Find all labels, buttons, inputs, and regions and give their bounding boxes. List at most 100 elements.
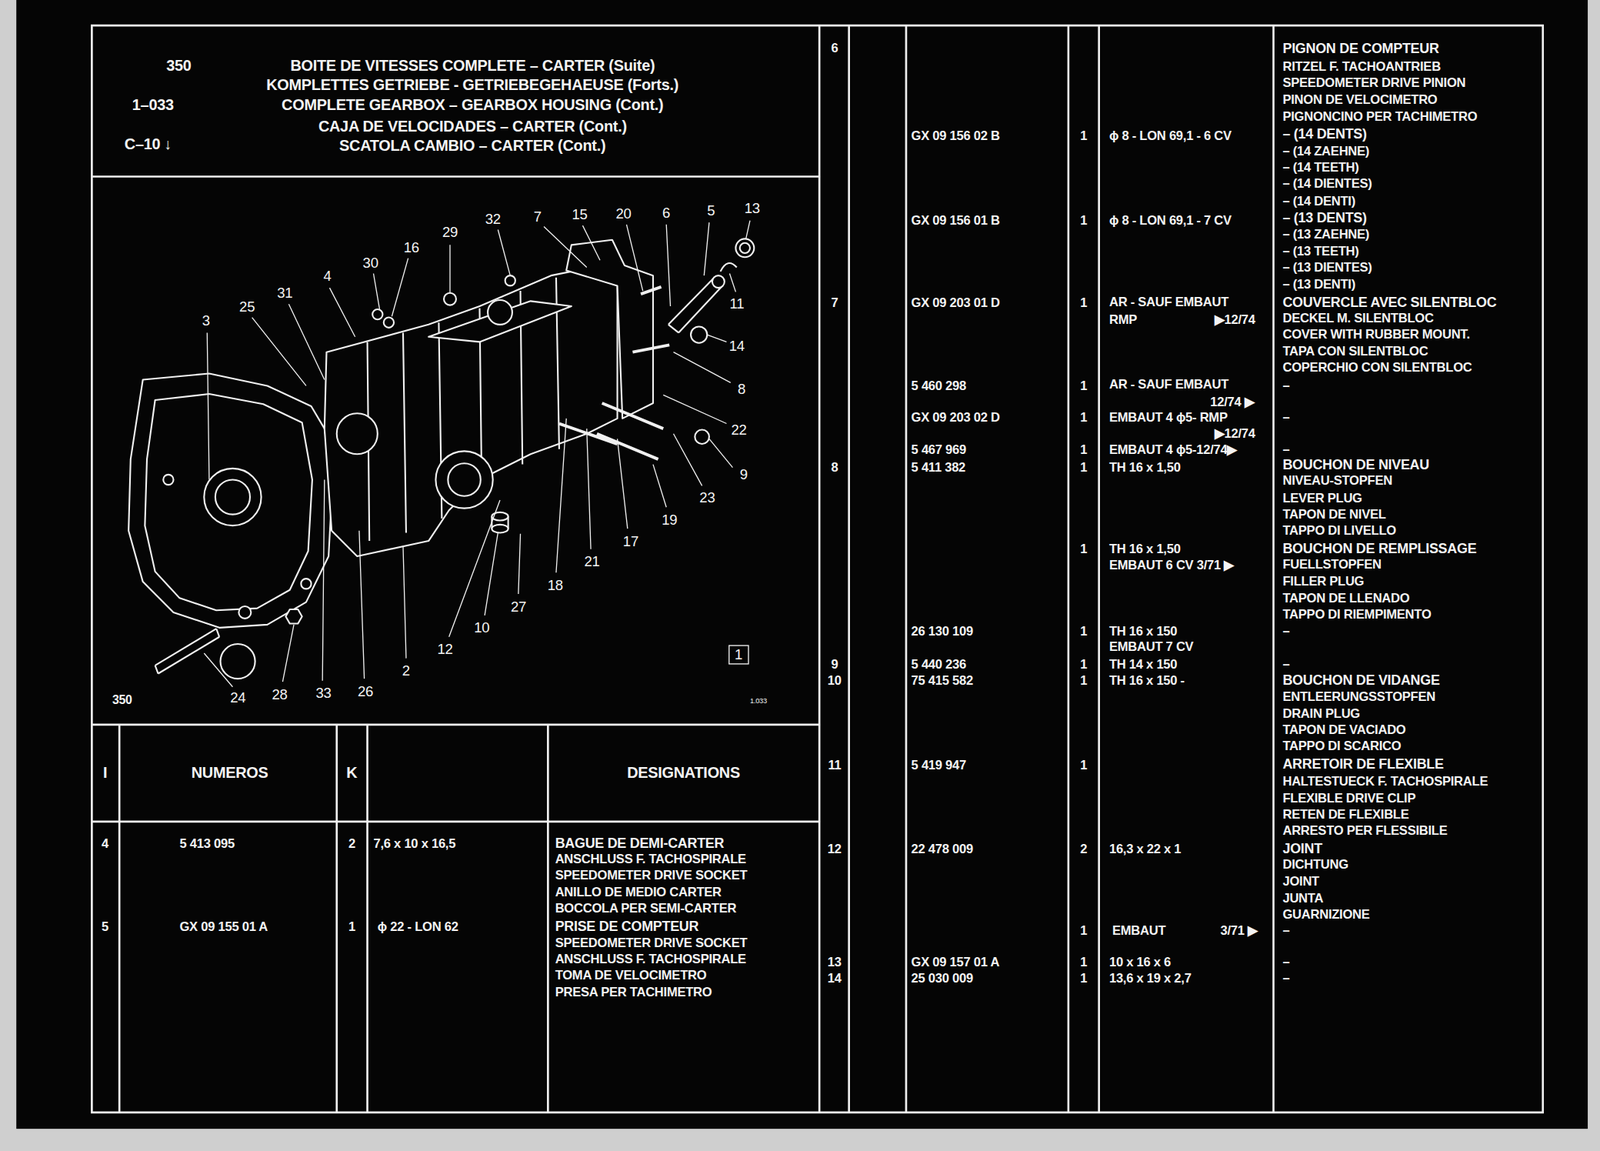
table-cell: 25 030 009 [911, 972, 974, 987]
table-cell: EMBAUT 6 CV 3/71 ▶ [1109, 559, 1234, 574]
callout-number: 17 [623, 533, 639, 549]
table-cell: TAPPO DI RIEMPIMENTO [1282, 608, 1431, 623]
table-cell: 5 413 095 [179, 837, 234, 852]
mount-hole [238, 606, 251, 619]
table-cell: GX 09 203 02 D [911, 411, 1000, 426]
table-cell: 4 [101, 837, 109, 852]
callout-number: 27 [510, 598, 527, 614]
table-cell: 1 [1080, 625, 1087, 640]
header-text: C–10 ↓ [124, 135, 172, 153]
table-cell: 1 [1080, 759, 1087, 774]
table-cell: GX 09 157 01 A [911, 956, 1000, 970]
main-case [324, 267, 618, 557]
table-cell: – [1282, 379, 1290, 394]
film-ground [16, 0, 1588, 1129]
selector-boss [487, 300, 513, 325]
table-cell: ENTLEERUNGSSTOPFEN [1282, 690, 1436, 705]
table-cell: – (13 DENTI) [1282, 278, 1355, 293]
table-cell: DICHTUNG [1282, 858, 1348, 873]
table-cell: EMBAUT [1112, 924, 1166, 939]
header-text: 350 [166, 56, 191, 74]
table-cell: 1 [1080, 674, 1087, 689]
callout-number: 32 [485, 210, 501, 227]
nut [285, 609, 302, 624]
table-cell: EMBAUT 7 CV [1109, 640, 1194, 655]
table-cell: AR - SAUF EMBAUT [1109, 378, 1229, 393]
table-cell: – [1282, 625, 1290, 640]
table-cell: RITZEL F. TACHOANTRIEB [1282, 60, 1440, 74]
table-cell: 2 [348, 837, 356, 852]
table-cell: 3/71 ▶ [1220, 924, 1259, 939]
table-cell: PINON DE VELOCIMETRO [1282, 93, 1437, 108]
table-cell: – [1282, 443, 1290, 458]
callout-number: 28 [272, 686, 288, 702]
callout-number: 9 [740, 466, 748, 483]
plate-number: 1.033 [750, 696, 767, 705]
table-cell: GX 09 156 02 B [911, 129, 1000, 144]
table-cell: 16,3 x 22 x 1 [1109, 843, 1181, 857]
clip [720, 263, 737, 272]
table-cell: ϕ 8 - LON 69,1 - 6 CV [1109, 129, 1232, 144]
table-cell: RMP [1109, 313, 1137, 327]
table-cell: – [1282, 658, 1290, 673]
bolts [559, 286, 670, 460]
callout-number: 14 [729, 338, 745, 354]
table-cell: 5 411 382 [911, 461, 966, 476]
table-cell: DECKEL M. SILENTBLOC [1282, 312, 1434, 327]
figure-number: 1 [734, 646, 743, 662]
pinion [690, 326, 707, 343]
table-cell: JOINT [1282, 875, 1320, 890]
callout-number: 12 [436, 641, 453, 657]
table-cell: BOUCHON DE VIDANGE [1282, 673, 1440, 689]
table-cell: 1 [1080, 296, 1087, 311]
table-cell: ARRETOIR DE FLEXIBLE [1282, 756, 1444, 773]
page-title: BOITE DE VITESSES COMPLETE – CARTER (Sui… [290, 56, 655, 74]
ring-mark [220, 643, 256, 679]
table-cell: 1 [1080, 543, 1087, 557]
shaft-bearing [447, 463, 480, 496]
table-cell: 5 [101, 920, 109, 935]
column-heading: I [103, 763, 107, 781]
bell-housing [128, 373, 333, 628]
table-cell: TAPON DE LLENADO [1282, 591, 1410, 606]
input-bore [203, 468, 261, 526]
column-heading: K [346, 763, 357, 781]
column-heading: NUMEROS [191, 763, 269, 781]
table-cell: – (13 ZAEHNE) [1282, 228, 1370, 243]
table-cell: BOUCHON DE REMPLISSAGE [1282, 541, 1477, 557]
shaft-bore [435, 450, 493, 508]
table-cell: 6 [830, 41, 838, 56]
case-bore [336, 413, 378, 454]
table-cell: FLEXIBLE DRIVE CLIP [1282, 791, 1416, 806]
table-cell: 9 [830, 658, 838, 673]
table-cell: 5 467 969 [911, 443, 967, 458]
plate-number: 350 [112, 693, 133, 707]
callout-number: 20 [616, 205, 632, 221]
table-cell: 10 [827, 674, 842, 689]
table-cell: BOCCOLA PER SEMI-CARTER [555, 902, 737, 917]
table-cell: TH 14 x 150 [1109, 658, 1177, 673]
table-cell: 1 [1080, 956, 1087, 970]
table-cell: TAPPO DI LIVELLO [1282, 524, 1396, 539]
table-cell: FUELLSTOPFEN [1282, 558, 1381, 573]
table-cell: 1 [1080, 924, 1087, 939]
washer [383, 317, 394, 328]
table-cell: – [1282, 411, 1290, 426]
table-cell: COUVERCLE AVEC SILENTBLOC [1282, 295, 1497, 311]
stud [155, 628, 220, 674]
table-cell: 75 415 582 [911, 674, 974, 689]
table-cell: NIVEAU-STOPFEN [1282, 474, 1392, 489]
table-cell: HALTESTUECK F. TACHOSPIRALE [1282, 775, 1488, 790]
table-cell: ANILLO DE MEDIO CARTER [555, 885, 722, 900]
table-cell: TH 16 x 1,50 [1109, 543, 1181, 557]
table-cell: 26 130 109 [911, 625, 974, 640]
table-cell: – (13 DIENTES) [1282, 261, 1372, 276]
callout-number: 33 [316, 685, 332, 701]
callout-number: 23 [699, 489, 715, 505]
table-cell: 1 [1080, 972, 1087, 987]
table-cell: ARRESTO PER FLESSIBILE [1282, 824, 1447, 839]
table-cell: LEVER PLUG [1282, 491, 1362, 506]
input-bearing [215, 479, 250, 514]
table-cell: RETEN DE FLEXIBLE [1282, 808, 1409, 823]
table-cell: 1 [1080, 214, 1087, 229]
